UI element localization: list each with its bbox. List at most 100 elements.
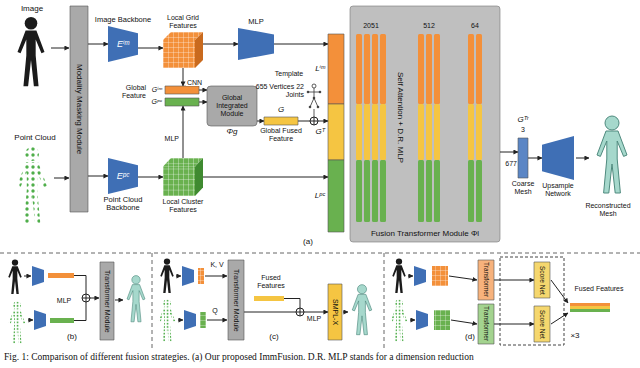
dimension-label: 3 xyxy=(517,126,529,134)
skeleton-bone xyxy=(314,88,315,98)
figure-caption: Fig. 1: Comparison of different fusion s… xyxy=(4,352,474,363)
flow-arrow xyxy=(90,298,99,299)
grid-feature-cube-label: Local Grid Features xyxy=(155,14,211,30)
coarse-mesh-bar: GᵀʳCoarse Mesh xyxy=(518,138,528,178)
node-body: Score Net xyxy=(534,306,550,342)
coarse-mesh-bar-label: Gᵀʳ xyxy=(511,116,535,125)
flow-arrow xyxy=(551,280,568,303)
label-holder: (c) xyxy=(262,333,286,342)
label-holder: Fused Features xyxy=(248,274,294,290)
connector-arrow xyxy=(183,106,184,158)
flow-arrow xyxy=(449,276,477,280)
feature-grid xyxy=(432,266,448,286)
connector-arrow xyxy=(244,312,328,313)
feature-bar-shape xyxy=(165,98,199,106)
grid-feature-cube-shape xyxy=(163,32,203,68)
feature-label: Fused Features xyxy=(568,285,630,293)
feature-bar-label: Gᵀ xyxy=(316,128,325,137)
masking-module-text: Modality Masking Module xyxy=(75,64,84,154)
feature-grid xyxy=(434,310,450,330)
label-holder: Template xyxy=(270,70,308,78)
skeleton-joint xyxy=(309,106,311,108)
feature-bar-label: Lⁱᵐ xyxy=(315,65,325,74)
label-holder: (d) xyxy=(458,333,482,342)
fusion-module-box xyxy=(350,6,500,242)
score-net-text: Score Net xyxy=(538,266,545,295)
feature-bar xyxy=(48,273,74,278)
connector-arrow xyxy=(88,44,108,45)
feature-bar-label: Gᵖᶜ xyxy=(151,98,162,106)
node-body xyxy=(163,158,203,196)
flow-arrow xyxy=(28,320,33,321)
upsample-network-label: Upsample Network xyxy=(535,182,581,198)
outside-text-holder: Coarse Mesh xyxy=(506,180,540,196)
point-cloud-figure xyxy=(391,300,408,342)
outside-text-holder: Φg xyxy=(217,128,247,137)
backbone-symbol xyxy=(34,310,46,330)
score-net: Score Net xyxy=(534,306,550,342)
point-cloud-figure xyxy=(9,302,26,344)
feature-bar-fill xyxy=(328,104,344,160)
connector-arrow xyxy=(528,158,542,159)
node-body xyxy=(542,136,574,180)
outside-text-holder: Upsample Network xyxy=(535,182,581,198)
token-pipe xyxy=(364,34,370,222)
panel-label: (d) xyxy=(458,333,482,342)
panel-divider xyxy=(384,253,385,350)
node-body: Eᵖᶜ xyxy=(108,158,138,194)
feature-label: Global Feature xyxy=(106,84,146,100)
integrated-module-text: Global Integrated Module xyxy=(207,94,257,117)
grid-feature-cube: Local Grid Features xyxy=(163,32,203,68)
node-body xyxy=(165,86,199,94)
connector-arrow xyxy=(138,48,163,49)
outside-text-holder: Gᵀ xyxy=(316,128,325,137)
label-holder: (b) xyxy=(60,333,84,342)
transformer-block-fill xyxy=(478,260,494,300)
outside-text-holder: Lⁱᵐ xyxy=(315,65,325,74)
feature-bar-fill xyxy=(328,34,344,104)
feature-bar-shape xyxy=(165,86,199,94)
connector-arrow xyxy=(500,152,518,153)
cluster-feature-cube-shape xyxy=(163,158,203,196)
outside-text-holder: Point Cloud Backbone xyxy=(97,196,149,213)
outside-text-holder: Local Grid Features xyxy=(155,14,211,30)
feature-bar-shape xyxy=(328,160,344,232)
label-holder: 512 xyxy=(414,22,444,30)
node-body xyxy=(328,104,344,160)
token-pipe xyxy=(434,34,440,222)
node-body xyxy=(165,98,199,106)
node-body: Transformer xyxy=(478,304,494,344)
output-label: Reconstructed Mesh xyxy=(580,202,636,218)
fused-feature-bar: GGlobal Fused Feature xyxy=(264,117,298,125)
token-pipe xyxy=(468,34,474,222)
skeleton-joint xyxy=(312,84,316,88)
score-net-fill xyxy=(534,306,550,342)
outside-text-holder: Gᵖᶜ xyxy=(151,98,162,106)
masking-module-fill xyxy=(70,6,88,212)
panel-divider xyxy=(152,253,153,350)
mlp-block-label: MLP xyxy=(241,18,271,26)
connector-arrow xyxy=(199,90,207,91)
template-label: Template xyxy=(270,70,308,78)
label-holder: 2051 xyxy=(355,22,387,30)
coarse-mesh-bar-fill xyxy=(518,138,528,178)
token-pipe xyxy=(380,34,386,222)
skeleton-bone xyxy=(310,98,314,107)
flow-arrow xyxy=(176,276,181,277)
dimension-label: 677 xyxy=(502,160,517,168)
flow-arrow xyxy=(205,276,227,277)
feature-grid xyxy=(200,312,206,328)
backbone-symbol xyxy=(32,266,44,286)
panel-divider xyxy=(0,253,640,254)
transformer-module-fill xyxy=(228,260,244,340)
block-label: MLP xyxy=(303,315,325,323)
upsample-network-shape xyxy=(542,136,574,180)
fused-feature-bar xyxy=(570,303,610,306)
mlp-block: MLP xyxy=(238,28,274,60)
connector-arrow xyxy=(257,121,264,122)
connector-arrow xyxy=(199,102,207,103)
fused-feature-bar-shape xyxy=(264,117,298,125)
token-pipe xyxy=(372,34,378,222)
label-holder: Self Attention + D.R. MLP xyxy=(395,72,404,163)
cube-side xyxy=(195,32,203,68)
